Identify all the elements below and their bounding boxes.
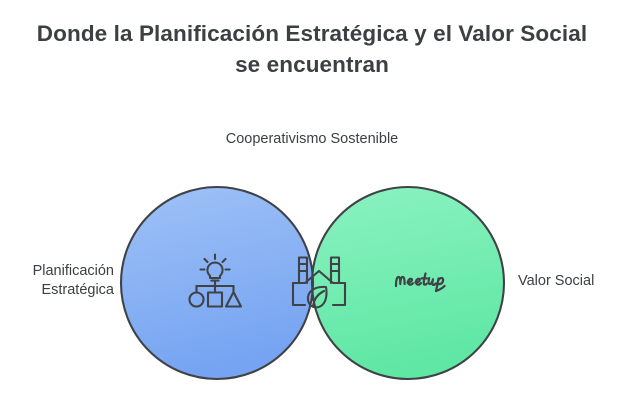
venn-label-left: Planificación Estratégica (32, 263, 114, 298)
venn-intersection-label: Cooperativismo Sostenible (225, 131, 399, 147)
page-title: Donde la Planificación Estratégica y el … (36, 21, 588, 77)
eco-factory-icon (288, 249, 350, 311)
strategy-lightbulb-icon (186, 253, 244, 309)
venn-circle-right-outline (310, 185, 506, 381)
meetup-wordmark-icon (393, 266, 461, 296)
venn-circle-left[interactable] (121, 187, 313, 379)
venn-label-right: Valor Social (518, 273, 595, 289)
